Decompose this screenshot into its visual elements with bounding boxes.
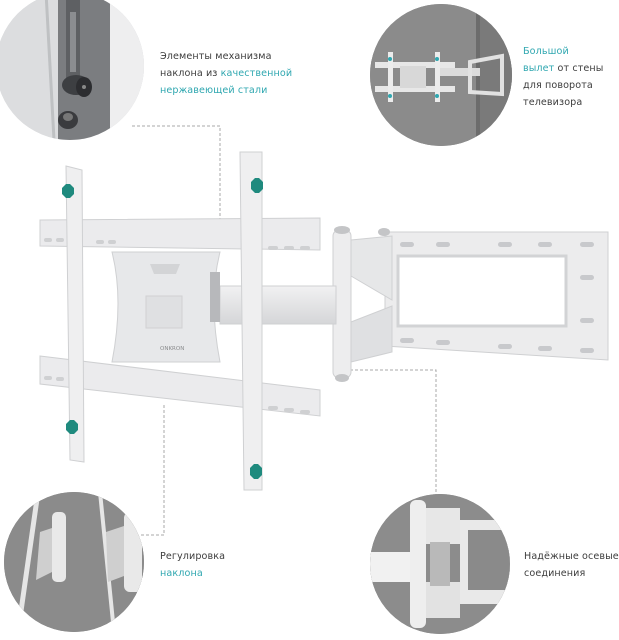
connector-tilt-mechanism xyxy=(132,125,221,230)
caption-line: Элементы механизма xyxy=(160,51,272,62)
callout-extension: Большой вылет от стены для поворота теле… xyxy=(523,43,603,111)
caption-accent: Большой xyxy=(523,46,569,57)
connector-joints xyxy=(345,369,437,500)
spacer-cap xyxy=(66,420,78,434)
brand-logo: ONKRON xyxy=(160,346,184,352)
closeup-axial-joint xyxy=(370,494,510,634)
caption-line: для поворота xyxy=(523,80,593,91)
closeup-extended-arm xyxy=(370,4,512,146)
spacer-cap xyxy=(251,178,263,193)
caption-line: телевизора xyxy=(523,97,583,108)
caption-accent: наклона xyxy=(160,568,203,579)
closeup-steel-bolt xyxy=(0,0,144,140)
caption-line: наклона из xyxy=(160,68,221,79)
vertical-rails xyxy=(62,151,263,491)
swing-arm xyxy=(219,226,393,382)
callout-joints: Надёжные осевые соединения xyxy=(524,548,619,582)
callout-tilt-adjust: Регулировка наклона xyxy=(160,548,225,582)
axial-joint-icon xyxy=(370,494,510,634)
callout-tilt-mechanism: Элементы механизма наклона из качественн… xyxy=(160,48,292,99)
caption-line: от стены xyxy=(554,63,604,74)
caption-accent: качественной xyxy=(220,68,293,79)
wall-plate xyxy=(384,231,609,361)
spacer-cap xyxy=(62,184,74,198)
caption-line: Регулировка xyxy=(160,551,226,562)
tilt-hinge-icon xyxy=(4,492,144,632)
connector-tilt-adjust xyxy=(140,405,165,536)
caption-line: Надёжные осевые xyxy=(524,551,619,562)
closeup-tilt-hinge xyxy=(4,492,144,632)
extended-arm-icon xyxy=(370,4,512,146)
caption-accent: вылет xyxy=(523,63,555,74)
tilt-plate: ONKRON xyxy=(111,251,221,363)
caption-accent: нержавеющей стали xyxy=(160,85,268,96)
spacer-cap xyxy=(250,464,262,479)
caption-line: соединения xyxy=(524,568,586,579)
